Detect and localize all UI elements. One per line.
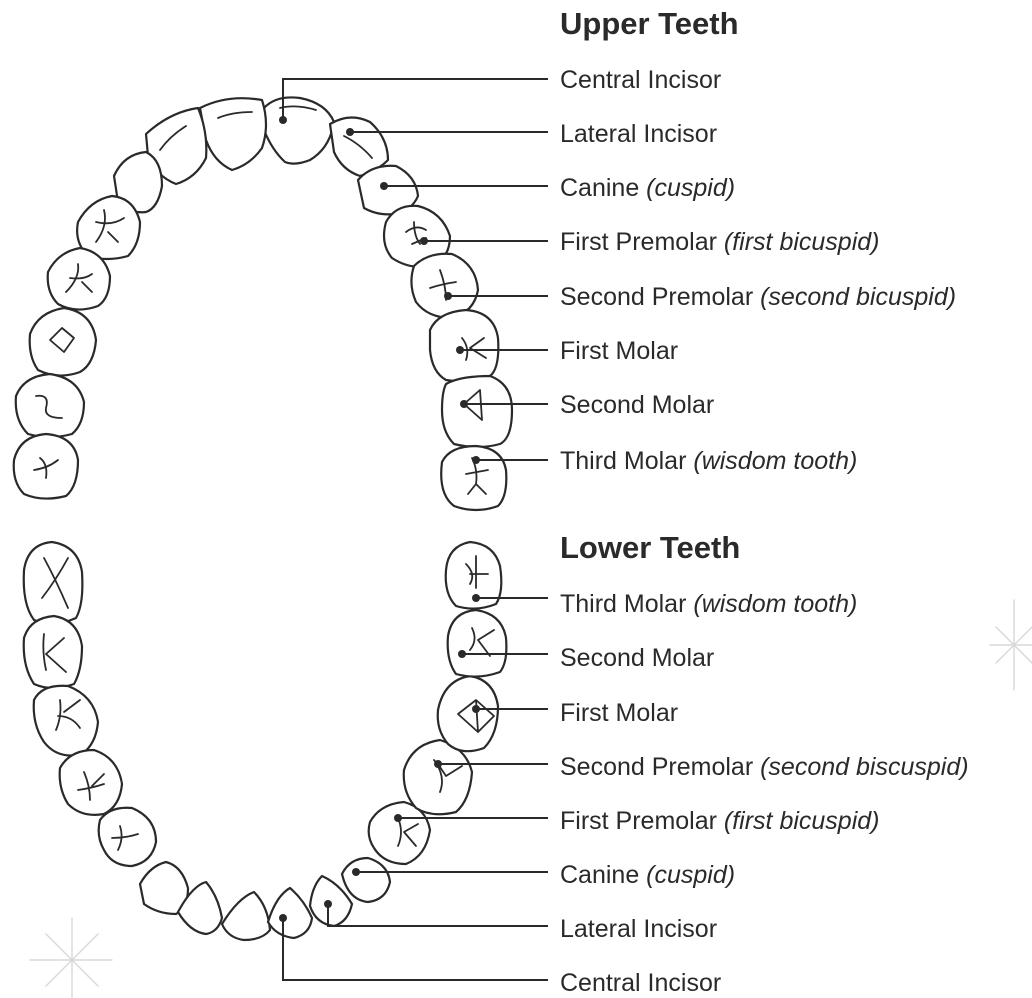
label-lower-canine: Canine (cuspid) bbox=[560, 861, 735, 889]
lower-first-molar-right-tooth bbox=[438, 676, 498, 751]
label-upper-first-premolar: First Premolar (first bicuspid) bbox=[560, 228, 880, 256]
lower-labels: Third Molar (wisdom tooth) Second Molar … bbox=[560, 590, 969, 997]
sparkle-icon-right bbox=[990, 600, 1032, 690]
lower-teeth-heading: Lower Teeth bbox=[560, 530, 740, 565]
upper-labels: Central Incisor Lateral Incisor Canine (… bbox=[560, 66, 956, 475]
lower-central-incisor-left-tooth bbox=[222, 892, 270, 940]
lower-second-molar-left-tooth bbox=[24, 616, 82, 688]
label-upper-lateral-incisor: Lateral Incisor bbox=[560, 120, 717, 148]
leader-lower-central-incisor bbox=[279, 914, 548, 980]
lower-second-molar-right-tooth bbox=[448, 610, 507, 677]
upper-second-molar-right-tooth bbox=[442, 376, 512, 447]
label-lower-first-molar: First Molar bbox=[560, 699, 678, 727]
upper-central-incisor-left-tooth bbox=[200, 98, 266, 170]
upper-second-molar-left-tooth bbox=[16, 374, 84, 437]
upper-first-molar-right-tooth bbox=[430, 310, 498, 381]
label-lower-central-incisor: Central Incisor bbox=[560, 969, 721, 997]
lower-central-incisor-right-tooth bbox=[268, 888, 312, 938]
label-upper-third-molar: Third Molar (wisdom tooth) bbox=[560, 447, 857, 475]
label-upper-central-incisor: Central Incisor bbox=[560, 66, 721, 94]
lower-second-premolar-left-tooth bbox=[60, 750, 122, 815]
label-lower-second-premolar: Second Premolar (second biscuspid) bbox=[560, 753, 969, 781]
label-upper-canine: Canine (cuspid) bbox=[560, 174, 735, 202]
label-upper-second-premolar: Second Premolar (second bicuspid) bbox=[560, 283, 956, 311]
label-lower-second-molar: Second Molar bbox=[560, 644, 714, 672]
lower-first-molar-left-tooth bbox=[34, 686, 98, 756]
label-upper-second-molar: Second Molar bbox=[560, 391, 714, 419]
upper-teeth-heading: Upper Teeth bbox=[560, 6, 739, 41]
upper-third-molar-right-tooth bbox=[441, 446, 506, 510]
lower-arch bbox=[24, 542, 507, 940]
label-lower-lateral-incisor: Lateral Incisor bbox=[560, 915, 717, 943]
sparkle-icon-left bbox=[30, 918, 112, 998]
label-lower-third-molar: Third Molar (wisdom tooth) bbox=[560, 590, 857, 618]
upper-arch bbox=[14, 97, 512, 510]
label-lower-first-premolar: First Premolar (first bicuspid) bbox=[560, 807, 880, 835]
upper-first-molar-left-tooth bbox=[30, 308, 96, 376]
label-upper-first-molar: First Molar bbox=[560, 337, 678, 365]
lower-canine-right-tooth bbox=[342, 858, 390, 902]
leader-lower-lateral-incisor bbox=[324, 900, 548, 926]
